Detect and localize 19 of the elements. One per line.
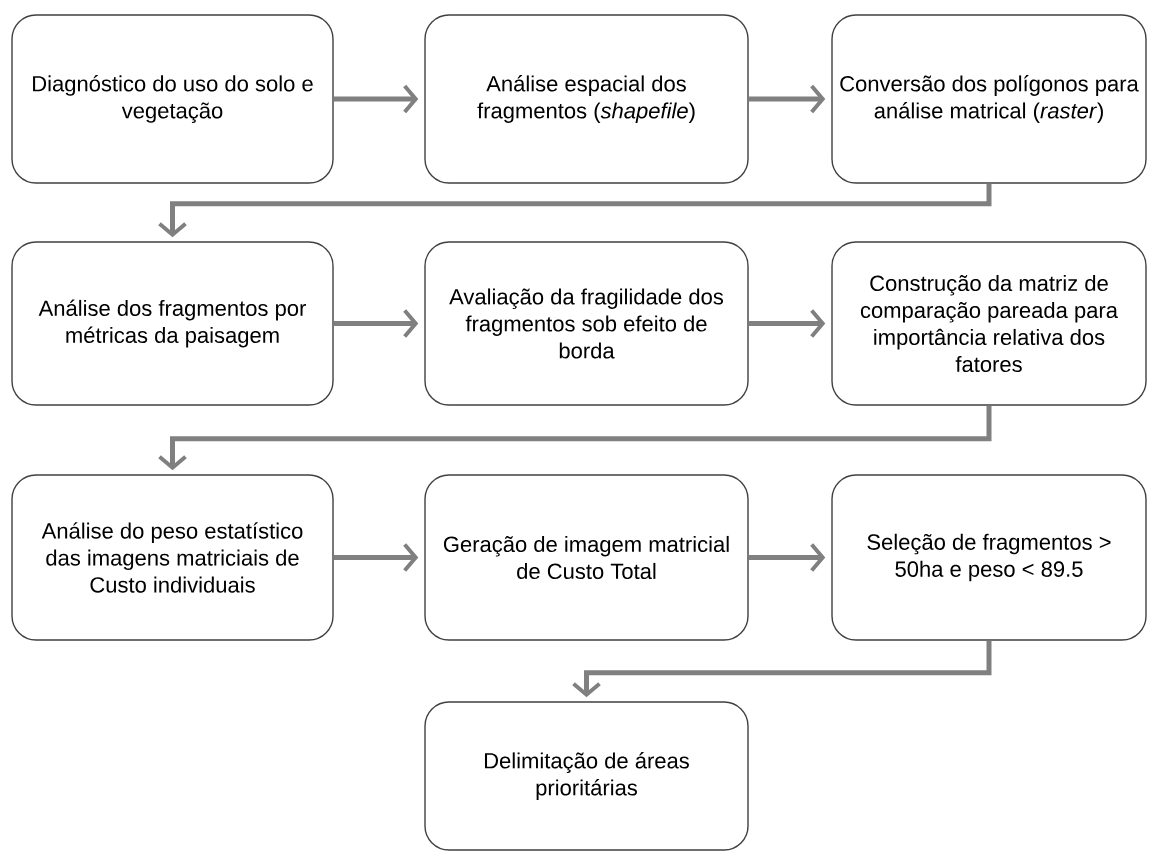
process-box: Geração de imagem matricial de Custo Total bbox=[424, 474, 749, 641]
process-box: Análise do peso estatístico das imagens matriciais de Custo individuais bbox=[11, 474, 334, 641]
arrow bbox=[158, 183, 992, 238]
arrow bbox=[748, 309, 826, 338]
arrow bbox=[333, 309, 419, 338]
process-box: Avaliação da fragilidade dos fragmentos sob efeito de borda bbox=[424, 241, 749, 406]
arrow bbox=[748, 84, 826, 114]
arrow bbox=[333, 84, 419, 114]
arrow bbox=[158, 405, 992, 471]
process-box: Diagnóstico do uso do solo e vegetação bbox=[11, 14, 334, 184]
process-box: Construção da matriz de comparação pareada para importância relativa dos fatores bbox=[831, 241, 1147, 406]
process-box: Seleção de fragmentos > 50ha e peso < 89.5 bbox=[831, 474, 1147, 641]
process-box: Delimitação de áreas prioritárias bbox=[424, 701, 749, 851]
process-box: Análise espacial dos fragmentos (shapefile) bbox=[424, 14, 749, 184]
process-box: Análise dos fragmentos por métricas da paisagem bbox=[11, 241, 334, 406]
arrow bbox=[333, 543, 419, 572]
arrow bbox=[572, 640, 992, 698]
arrow bbox=[748, 543, 826, 572]
process-box: Conversão dos polígonos para análise matrical (raster) bbox=[831, 14, 1147, 184]
